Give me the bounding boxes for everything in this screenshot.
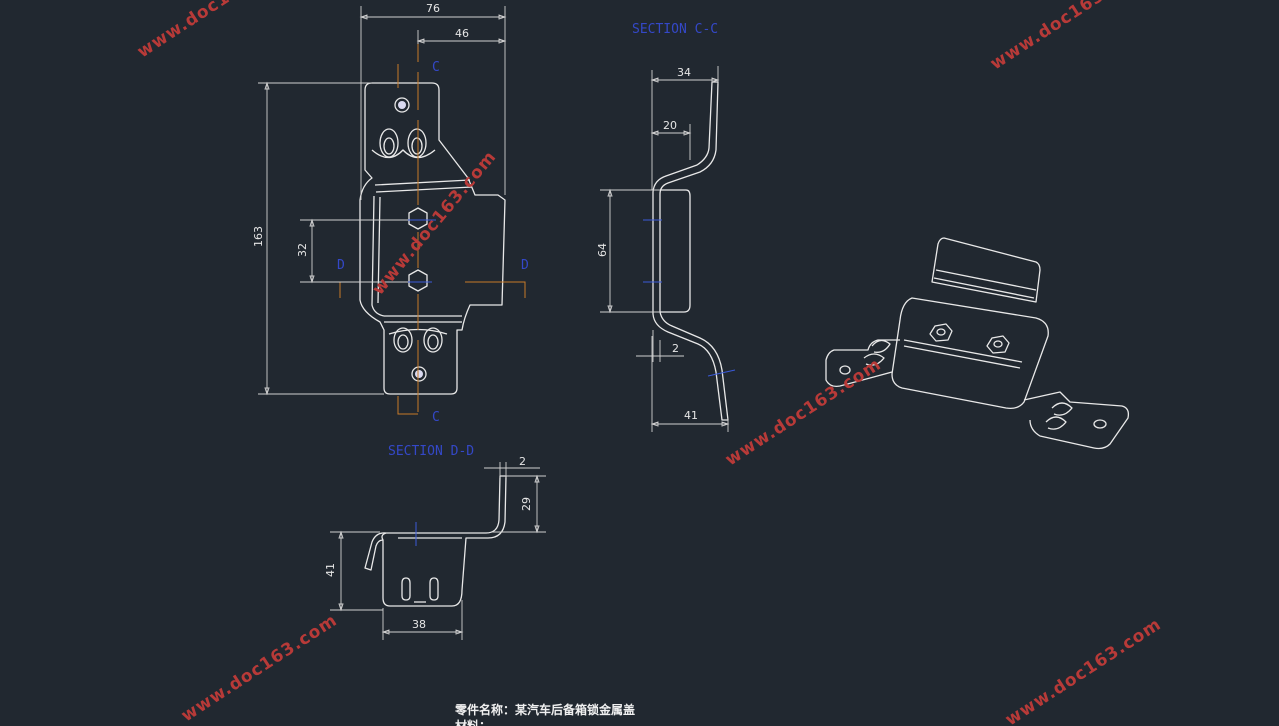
section-mark-c-bottom: C — [432, 410, 440, 425]
section-d-title: SECTION D-D — [388, 444, 474, 459]
dim-20-label: 20 — [663, 119, 677, 132]
dim-2-section-c: 2 — [636, 330, 684, 362]
front-bend-line-left — [371, 195, 385, 317]
iso-hex-hole-2 — [986, 335, 1010, 354]
dim-32: 32 — [296, 218, 408, 284]
iso-panel-bend — [903, 339, 1023, 369]
dim-34-label: 34 — [677, 66, 691, 79]
watermark-4: www.doc163.com — [722, 354, 885, 470]
section-c-tab — [660, 189, 691, 313]
section-d-profile — [364, 475, 507, 607]
front-section-d-markers — [339, 281, 526, 298]
dim-2d-label: 2 — [519, 455, 526, 468]
dim-38: 38 — [381, 600, 464, 640]
iso-hex-hole-1 — [929, 323, 953, 342]
dim-163: 163 — [252, 81, 384, 396]
dim-29-label: 29 — [520, 497, 533, 511]
iso-top-flange — [931, 237, 1041, 303]
iso-left-emboss — [863, 339, 891, 366]
front-emboss-upper — [371, 128, 436, 159]
dim-76: 76 — [359, 2, 507, 200]
iso-main-panel — [891, 297, 1049, 410]
iso-left-hole — [839, 365, 851, 375]
dim-46-label: 46 — [455, 27, 469, 40]
section-mark-d-right: D — [521, 258, 529, 273]
dim-76-label: 76 — [426, 2, 440, 15]
dim-41c-label: 41 — [684, 409, 698, 422]
front-bend-line-bottom — [384, 315, 462, 323]
front-hole-bottom-fill — [415, 370, 423, 378]
iso-right-emboss — [1045, 402, 1073, 430]
dim-41-section-c: 41 — [650, 336, 730, 432]
watermark-6: www.doc163.com — [1002, 614, 1165, 726]
isometric-view — [825, 237, 1130, 450]
front-hole-top — [394, 97, 410, 113]
iso-hex-hole-1-inner — [936, 328, 946, 336]
front-section-c-markers — [397, 64, 418, 415]
front-view: 76 46 163 32 C C D D — [252, 2, 529, 425]
front-hole-bottom — [411, 366, 427, 382]
section-d-bend — [381, 532, 462, 541]
iso-top-bend — [933, 269, 1037, 299]
dim-2c-label: 2 — [672, 342, 679, 355]
section-mark-c-top: C — [432, 60, 440, 75]
watermark-1: www.doc163.com — [134, 0, 297, 62]
dim-41-section-d: 41 — [324, 530, 383, 612]
iso-hex-hole-2-inner — [993, 340, 1003, 348]
dim-20: 20 — [650, 119, 692, 160]
section-c-title: SECTION C-C — [632, 22, 718, 37]
watermark-2: www.doc163.com — [987, 0, 1150, 74]
front-hex-hole-upper — [408, 207, 428, 230]
iso-left-tab — [825, 339, 900, 388]
iso-right-tab — [1023, 391, 1130, 450]
material-label: 材料： — [454, 718, 491, 726]
dim-46: 46 — [416, 27, 507, 44]
dim-163-label: 163 — [252, 226, 265, 247]
section-d-view: SECTION D-D 2 29 41 38 — [324, 444, 546, 640]
dim-64-label: 64 — [596, 243, 609, 257]
front-bend-line-top — [374, 179, 473, 193]
section-c-view: SECTION C-C 34 20 64 2 — [596, 22, 736, 432]
watermark-3: www.doc163.com — [369, 147, 501, 299]
section-d-slots — [401, 577, 439, 603]
dim-38-label: 38 — [412, 618, 426, 631]
front-hole-top-fill — [398, 101, 406, 109]
section-mark-d-left: D — [337, 258, 345, 273]
watermark-5: www.doc163.com — [178, 610, 341, 726]
dim-34: 34 — [650, 66, 720, 190]
dim-32-label: 32 — [296, 243, 309, 257]
dim-29: 29 — [492, 474, 546, 534]
watermarks: www.doc163.com www.doc163.com www.doc163… — [134, 0, 1165, 726]
part-name-label: 零件名称：某汽车后备箱锁金属盖 — [454, 702, 635, 717]
section-c-axes — [643, 219, 736, 377]
dim-41d-label: 41 — [324, 563, 337, 577]
dim-2-section-d: 2 — [484, 455, 540, 478]
iso-right-hole — [1093, 419, 1107, 429]
dim-64: 64 — [596, 188, 660, 314]
front-hex-hole-lower — [408, 269, 428, 292]
front-view-outline — [359, 82, 506, 395]
title-block: 零件名称：某汽车后备箱锁金属盖 材料： — [454, 702, 635, 726]
